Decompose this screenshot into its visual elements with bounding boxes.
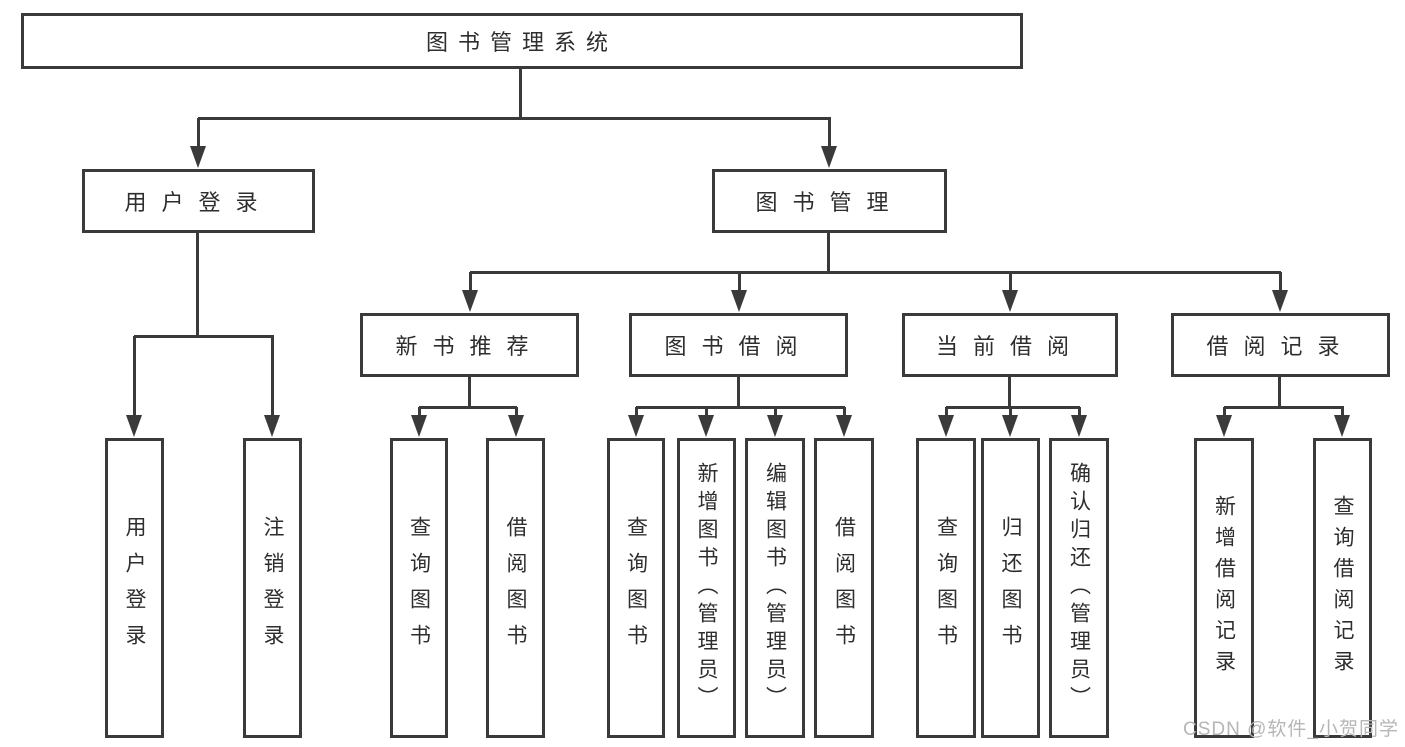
- arrowhead-down-icon: [731, 290, 747, 312]
- connector-arrow-stem: [738, 272, 741, 292]
- node-label: 新增借阅记录: [1212, 495, 1236, 681]
- arrowhead-down-icon: [698, 415, 714, 437]
- arrowhead-down-icon: [767, 415, 783, 437]
- arrowhead-down-icon: [462, 290, 478, 312]
- connector-arrow-stem: [271, 336, 274, 417]
- connector-arrow-stem: [197, 118, 200, 148]
- node-label: 借阅图书: [504, 516, 527, 660]
- arrowhead-down-icon: [508, 415, 524, 437]
- node-leaf-user-login: 用户登录: [105, 438, 164, 738]
- connector-arrow-stem: [843, 407, 846, 417]
- node-label: 查询图书: [407, 516, 431, 660]
- connector-line: [419, 406, 517, 409]
- arrowhead-down-icon: [126, 415, 142, 437]
- arrowhead-down-icon: [190, 146, 206, 168]
- node-label: 借阅图书: [832, 516, 856, 660]
- connector-line: [946, 406, 1080, 409]
- connector-line: [134, 335, 274, 338]
- connector-arrow-stem: [469, 272, 472, 292]
- node-label: 查询图书: [934, 516, 958, 660]
- node-leaf-add-book: 新增图书（管理员）: [677, 438, 736, 738]
- node-leaf-add-record: 新增借阅记录: [1194, 438, 1254, 738]
- csdn-watermark: CSDN @软件_小贺同学: [1183, 719, 1399, 740]
- connector-line: [468, 377, 471, 407]
- node-label: 图书管理: [755, 190, 904, 215]
- node-label: 编辑图书（管理员）: [763, 462, 787, 714]
- connector-arrow-stem: [1223, 407, 1226, 417]
- connector-arrow-stem: [705, 407, 708, 417]
- node-leaf-query-book-1: 查询图书: [390, 438, 448, 738]
- connector-arrow-stem: [828, 118, 831, 148]
- arrowhead-down-icon: [1216, 415, 1232, 437]
- node-label: 当前借阅: [935, 334, 1084, 359]
- connector-line: [470, 271, 1281, 274]
- node-label: 新增图书（管理员）: [695, 462, 718, 714]
- node-leaf-borrow-book-1: 借阅图书: [486, 438, 545, 738]
- connector-arrow-stem: [1341, 407, 1344, 417]
- arrowhead-down-icon: [628, 415, 644, 437]
- node-label: 注销登录: [261, 516, 284, 660]
- connector-arrow-stem: [1078, 407, 1081, 417]
- connector-line: [827, 233, 830, 272]
- node-label: 图书借阅: [664, 334, 813, 359]
- arrowhead-down-icon: [1272, 290, 1288, 312]
- node-user-login: 用户登录: [82, 169, 315, 233]
- node-leaf-query-book-3: 查询图书: [916, 438, 976, 738]
- node-leaf-borrow-book-2: 借阅图书: [814, 438, 874, 738]
- node-borrowing-records: 借阅记录: [1171, 313, 1390, 377]
- connector-line: [1278, 377, 1281, 407]
- arrowhead-down-icon: [938, 415, 954, 437]
- arrowhead-down-icon: [1002, 415, 1018, 437]
- connector-arrow-stem: [774, 407, 777, 417]
- arrowhead-down-icon: [264, 415, 280, 437]
- connector-arrow-stem: [1009, 407, 1012, 417]
- node-new-book-recommend: 新书推荐: [360, 313, 579, 377]
- connector-line: [198, 117, 831, 120]
- node-label: 新书推荐: [395, 334, 544, 359]
- connector-arrow-stem: [1009, 272, 1012, 292]
- arrowhead-down-icon: [1334, 415, 1350, 437]
- connector-line: [1008, 377, 1011, 407]
- node-label: 用户登录: [123, 516, 146, 660]
- connector-arrow-stem: [418, 407, 421, 417]
- node-label: 用户登录: [124, 190, 273, 215]
- arrowhead-down-icon: [821, 146, 837, 168]
- arrowhead-down-icon: [1002, 290, 1018, 312]
- node-leaf-return-book: 归还图书: [981, 438, 1040, 738]
- connector-line: [196, 233, 199, 336]
- node-label: 查询图书: [624, 516, 648, 660]
- node-label: 查询借阅记录: [1331, 495, 1354, 681]
- node-label: 借阅记录: [1206, 334, 1355, 359]
- connector-line: [737, 377, 740, 407]
- connector-arrow-stem: [515, 407, 518, 417]
- node-label: 图书管理系统: [425, 30, 618, 55]
- connector-arrow-stem: [133, 336, 136, 417]
- connector-line: [636, 406, 845, 409]
- node-leaf-confirm-return: 确认归还（管理员）: [1049, 438, 1109, 738]
- node-leaf-edit-book: 编辑图书（管理员）: [745, 438, 805, 738]
- connector-arrow-stem: [1279, 272, 1282, 292]
- node-book-borrowing: 图书借阅: [629, 313, 848, 377]
- connector-line: [519, 69, 522, 118]
- node-label: 确认归还（管理员）: [1067, 462, 1091, 714]
- node-leaf-query-book-2: 查询图书: [607, 438, 665, 738]
- node-book-management: 图书管理: [712, 169, 947, 233]
- connector-arrow-stem: [635, 407, 638, 417]
- node-root: 图书管理系统: [21, 13, 1023, 69]
- arrowhead-down-icon: [1071, 415, 1087, 437]
- node-leaf-logout: 注销登录: [243, 438, 302, 738]
- node-leaf-query-record: 查询借阅记录: [1313, 438, 1372, 738]
- arrowhead-down-icon: [836, 415, 852, 437]
- node-label: 归还图书: [999, 516, 1022, 660]
- arrowhead-down-icon: [411, 415, 427, 437]
- node-current-borrowing: 当前借阅: [902, 313, 1118, 377]
- connector-line: [1224, 406, 1344, 409]
- connector-arrow-stem: [945, 407, 948, 417]
